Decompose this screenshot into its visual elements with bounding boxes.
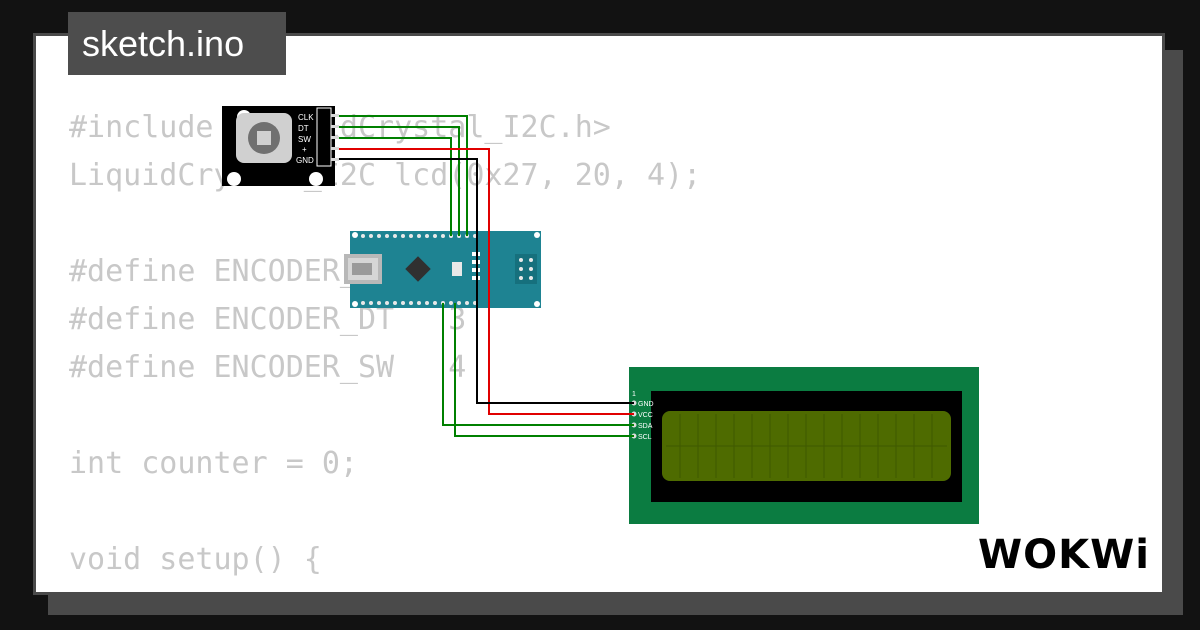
wire-clk[interactable]: [339, 115, 468, 236]
code-line: int counter = 0;: [69, 446, 358, 481]
code-line: void setup() {: [69, 542, 322, 577]
wires: [339, 115, 634, 437]
icsp-header: [515, 254, 537, 284]
wire-sda[interactable]: [442, 303, 634, 426]
code-line: #define ENCODER_SW 4: [69, 350, 467, 385]
encoder-shaft: [257, 131, 271, 145]
reset-button[interactable]: [452, 262, 462, 276]
mount-hole: [352, 301, 358, 307]
encoder-pin-label: DT: [298, 124, 309, 133]
mcu-chip: [405, 256, 431, 282]
code-line: // Initialize LCD: [69, 584, 701, 592]
wire-dt[interactable]: [339, 126, 460, 236]
encoder-pin-label: +: [302, 145, 307, 154]
encoder-pin-label: SW: [298, 135, 311, 144]
lcd-pin-label: VCC: [638, 412, 653, 419]
usb-connector: [344, 254, 382, 284]
wire-scl[interactable]: [454, 303, 634, 437]
mount-hole: [227, 172, 241, 186]
lcd-module[interactable]: 1 GND VCC SDA SCL: [629, 367, 979, 524]
wokwi-brand-text: WOKWi: [978, 532, 1150, 578]
sketch-title: sketch.ino: [68, 12, 286, 75]
wire-gnd-lcd[interactable]: [476, 236, 634, 404]
mount-hole: [534, 301, 540, 307]
lcd-pin-label: SCL: [638, 434, 652, 441]
icsp-pins: [519, 258, 533, 280]
mount-hole: [309, 172, 323, 186]
lcd-pin-label: GND: [638, 401, 654, 408]
mount-hole: [534, 232, 540, 238]
lcd-pin-label: SDA: [638, 423, 653, 430]
mount-hole: [352, 232, 358, 238]
wire-vcc[interactable]: [339, 148, 634, 415]
wire-sw[interactable]: [339, 137, 452, 236]
encoder-pin-label: CLK: [298, 113, 314, 122]
lcd-pin-number: 1: [632, 391, 636, 398]
encoder-pins: [331, 114, 339, 161]
lcd-character-grid: [666, 414, 947, 478]
arduino-nano[interactable]: [344, 231, 541, 308]
encoder-pin-label: GND: [296, 156, 314, 165]
wokwi-logo: WOKWi: [978, 532, 1150, 578]
wire-gnd-encoder[interactable]: [339, 158, 478, 236]
rotary-encoder[interactable]: CLK DT SW + GND: [222, 106, 339, 186]
nano-bottom-header: [361, 301, 477, 305]
